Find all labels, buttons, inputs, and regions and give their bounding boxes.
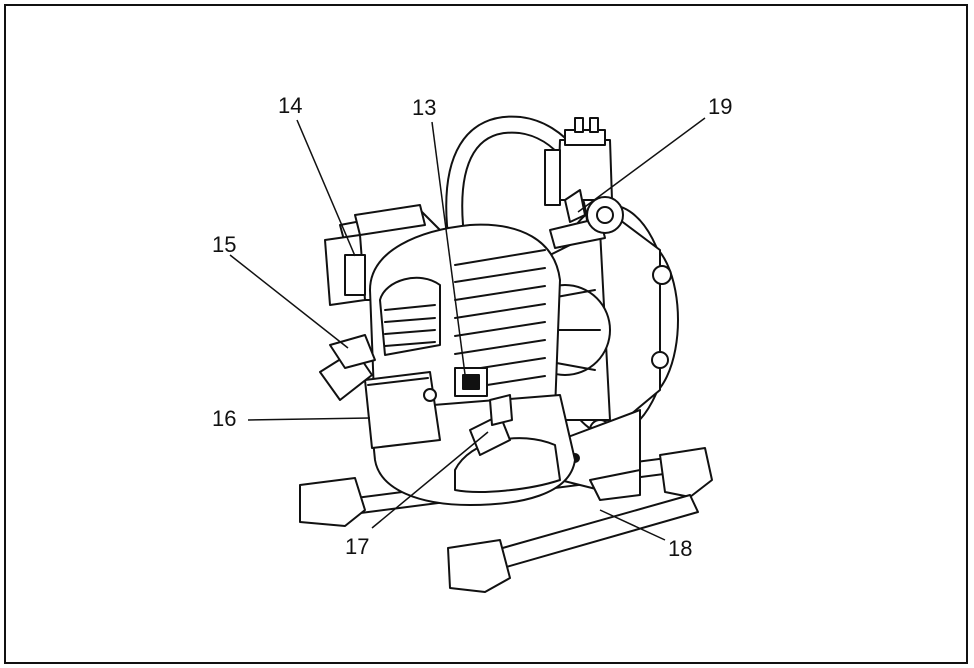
callout-14: 14 bbox=[278, 93, 303, 118]
leader-13 bbox=[431, 121, 467, 383]
callout-19: 19 bbox=[708, 94, 733, 119]
leader-19 bbox=[577, 117, 706, 213]
outlet-cap bbox=[544, 117, 613, 206]
callout-13: 13 bbox=[412, 95, 437, 120]
callout-17: 17 bbox=[345, 534, 370, 559]
air-cleaner-cover bbox=[364, 371, 441, 449]
leader-15 bbox=[229, 254, 349, 349]
callout-18: 18 bbox=[668, 536, 693, 561]
leader-14 bbox=[296, 119, 356, 257]
callout-16: 16 bbox=[212, 406, 237, 431]
fuel-valve bbox=[469, 394, 513, 456]
leader-18 bbox=[599, 509, 666, 541]
leader-16 bbox=[247, 417, 371, 421]
leader-lines bbox=[229, 117, 706, 541]
leader-17 bbox=[371, 431, 489, 529]
priming-plug bbox=[549, 189, 624, 249]
callout-15: 15 bbox=[212, 232, 237, 257]
